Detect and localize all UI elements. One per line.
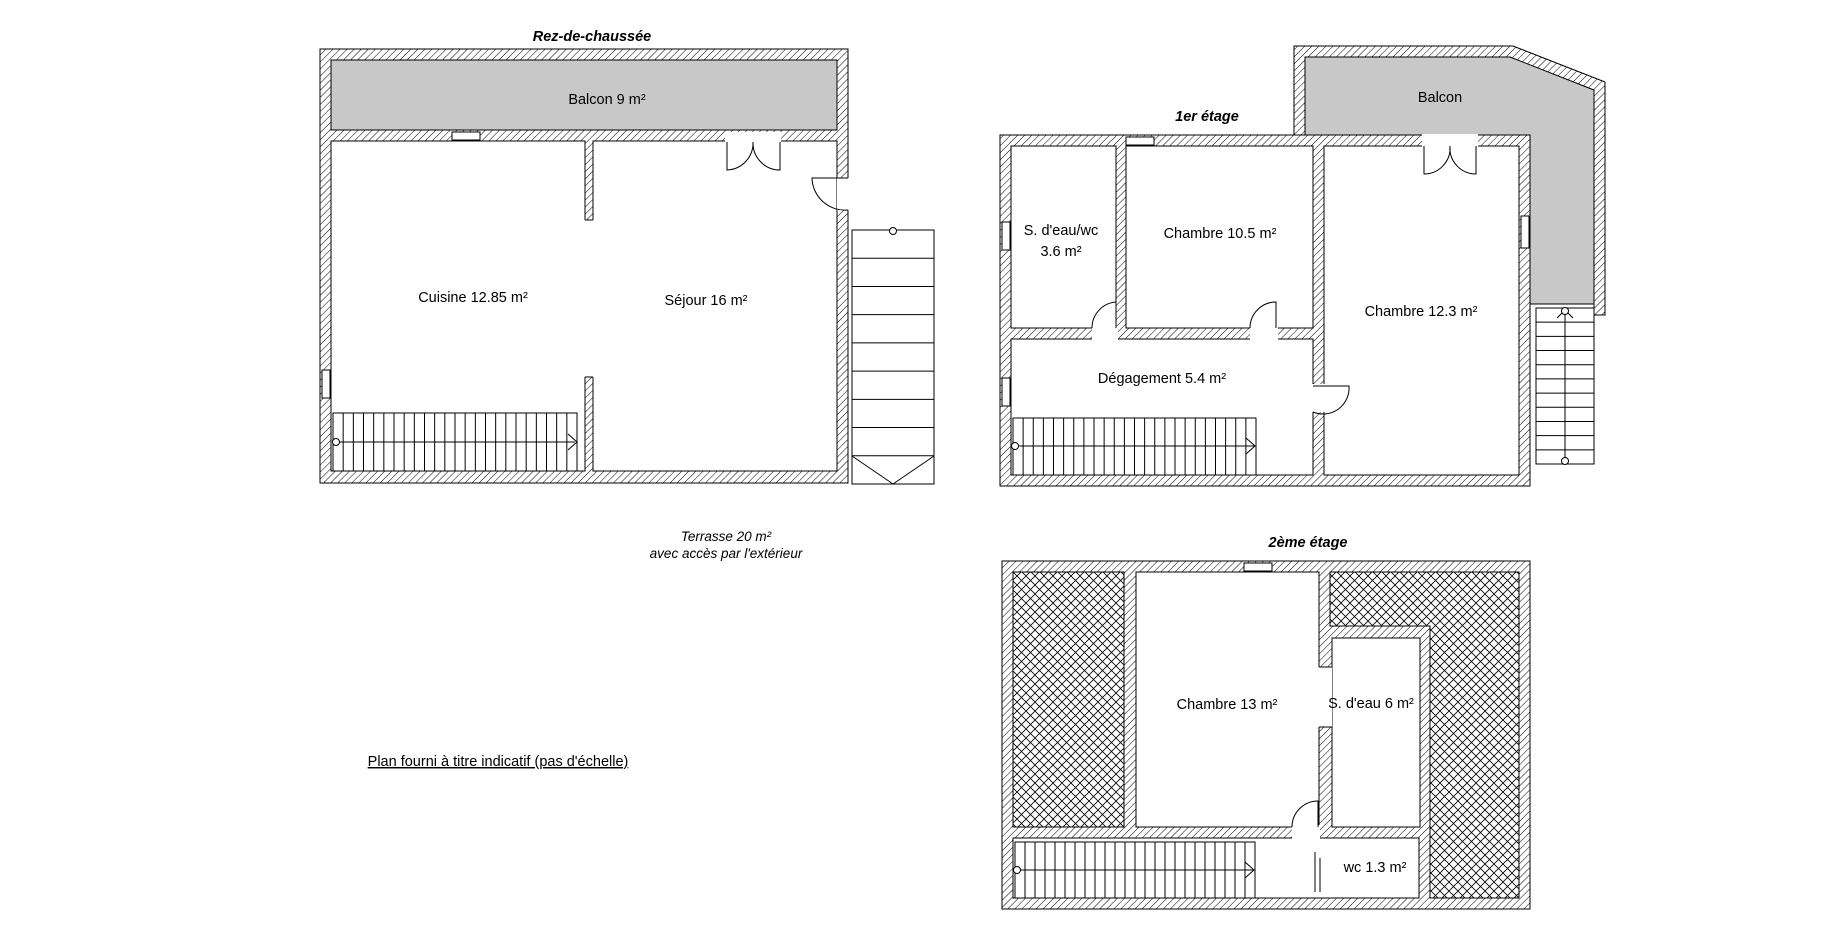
second-floor-stair bbox=[1013, 841, 1256, 899]
first-floor-plan: 1er étage bbox=[999, 45, 1606, 487]
landing-label: Dégagement 5.4 m² bbox=[1098, 371, 1226, 387]
second-floor-window bbox=[1243, 562, 1273, 572]
first-floor-interior-stair bbox=[1011, 417, 1257, 476]
ground-floor-interior-stair bbox=[332, 412, 578, 472]
attic-right bbox=[1329, 571, 1520, 899]
first-floor-window-a bbox=[1125, 136, 1155, 146]
kitchen-window bbox=[321, 369, 331, 399]
terrace-line-1: Terrasse 20 m² bbox=[681, 529, 772, 544]
bathroom-window bbox=[1001, 221, 1011, 251]
ground-floor-title: Rez-de-chaussée bbox=[533, 29, 651, 45]
ground-balcony-label: Balcon 9 m² bbox=[568, 92, 646, 108]
side-door bbox=[811, 177, 849, 211]
kitchen-label: Cuisine 12.85 m² bbox=[418, 290, 528, 306]
bedroom-b-label: Chambre 12.3 m² bbox=[1365, 304, 1478, 320]
second-bedroom-label: Chambre 13 m² bbox=[1177, 697, 1278, 713]
second-floor-doors bbox=[1291, 800, 1321, 892]
second-floor-title: 2ème étage bbox=[1268, 535, 1348, 551]
wc-label: wc 1.3 m² bbox=[1343, 860, 1407, 876]
bedroom-b-room bbox=[1323, 145, 1520, 476]
bedroom-a-label: Chambre 10.5 m² bbox=[1164, 226, 1277, 242]
bathroom-label-2: 3.6 m² bbox=[1040, 244, 1081, 260]
attic-left bbox=[1012, 571, 1125, 828]
living-room bbox=[592, 140, 838, 472]
second-floor-plan: 2ème étage Chambre 13 m² bbox=[1001, 535, 1531, 910]
landing-window bbox=[1001, 377, 1011, 407]
second-bathroom-room bbox=[1331, 637, 1421, 828]
scale-note: Plan fourni à titre indicatif (pas d'éch… bbox=[368, 754, 629, 770]
living-label: Séjour 16 m² bbox=[664, 293, 747, 309]
first-floor-doors bbox=[1091, 134, 1478, 415]
terrace-line-2: avec accès par l'extérieur bbox=[650, 546, 803, 561]
ground-floor-window bbox=[451, 131, 481, 141]
ground-floor-balcony bbox=[330, 59, 838, 131]
first-floor-title: 1er étage bbox=[1175, 109, 1239, 125]
ground-floor-plan: Rez-de-chaussée bbox=[319, 29, 935, 485]
first-floor-exterior-stair bbox=[1535, 307, 1595, 465]
first-balcony-label: Balcon bbox=[1418, 90, 1462, 106]
ground-floor-exterior-stair bbox=[851, 227, 935, 485]
partition-opening bbox=[583, 220, 595, 377]
second-bedroom-room bbox=[1135, 571, 1320, 828]
second-bathroom-label: S. d'eau 6 m² bbox=[1328, 696, 1414, 712]
bedroom-b-window bbox=[1520, 215, 1530, 249]
bathroom-label-1: S. d'eau/wc bbox=[1024, 223, 1099, 239]
balcony-door bbox=[725, 132, 781, 171]
bathroom-room bbox=[1010, 145, 1117, 329]
bedroom-a-room bbox=[1125, 145, 1314, 329]
